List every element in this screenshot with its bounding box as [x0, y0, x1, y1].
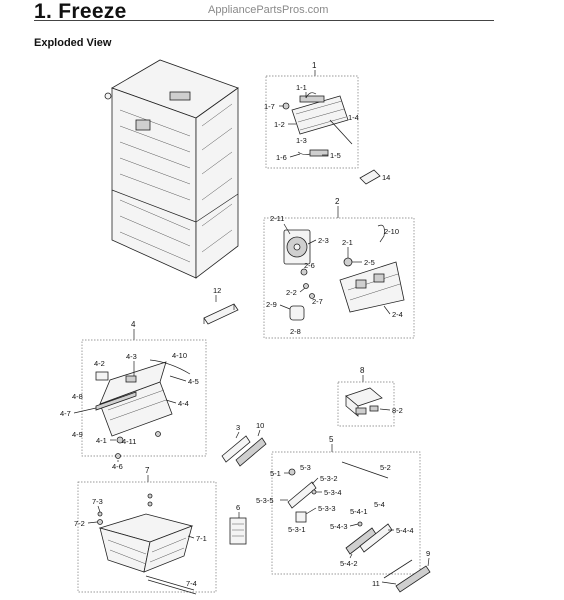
label-4-7: 4-7: [60, 409, 71, 418]
label-group-8: 8: [360, 366, 365, 375]
label-7-4: 7-4: [186, 579, 197, 588]
label-5-3: 5-3: [300, 463, 311, 472]
assembly-7: 7 7-3 7-2 7-1 7-4: [74, 466, 217, 595]
assembly-5: 5 5-1 5-3 5-2 5-3-2 5-3-4 5-3-5 5-3-3 5-…: [256, 435, 421, 575]
assembly-4: 4 4-2 4-3 4-10 4-5 4-4 4-8 4-7 4-9 4-1 4…: [60, 320, 207, 471]
label-11: 11: [372, 579, 380, 588]
label-5-4-2: 5-4-2: [340, 559, 358, 568]
label-5-3-5: 5-3-5: [256, 496, 274, 505]
label-1-4: 1-4: [348, 113, 359, 122]
label-2-1: 2-1: [342, 238, 353, 247]
label-1-2: 1-2: [274, 120, 285, 129]
parts-9-11: 9 11: [372, 549, 431, 593]
label-5-4-3: 5-4-3: [330, 522, 348, 531]
assembly-1: 1 1-1 1-7 1-2 1-4 1-3 1-6 1-5: [264, 61, 359, 169]
label-group-5: 5: [329, 435, 334, 444]
label-1-6: 1-6: [276, 153, 287, 162]
label-2-4: 2-4: [392, 310, 403, 319]
label-4-1: 4-1: [96, 436, 107, 445]
label-2-2: 2-2: [286, 288, 297, 297]
label-4-11: 4-11: [122, 437, 136, 446]
part-12: 12: [203, 286, 239, 325]
label-7-2: 7-2: [74, 519, 85, 528]
watermark: AppliancePartsPros.com: [208, 4, 329, 16]
label-group-7: 7: [145, 466, 150, 475]
label-9: 9: [426, 549, 430, 558]
label-1-7: 1-7: [264, 102, 275, 111]
label-5-2: 5-2: [380, 463, 391, 472]
label-5-4-4: 5-4-4: [396, 526, 414, 535]
label-2-3: 2-3: [318, 236, 329, 245]
assembly-2: 2 2-11 2-3 2-1 2-10 2-5 2-6 2-2 2-7 2-9 …: [263, 197, 415, 339]
label-8-2: 8-2: [392, 406, 403, 415]
label-4-2: 4-2: [94, 359, 105, 368]
label-4-9: 4-9: [72, 430, 83, 439]
label-2-8: 2-8: [290, 327, 301, 336]
freezer-cabinet: [104, 59, 239, 279]
label-2-10: 2-10: [384, 227, 399, 236]
label-2-6: 2-6: [304, 261, 315, 270]
label-5-4-1: 5-4-1: [350, 507, 368, 516]
label-2-9: 2-9: [266, 300, 277, 309]
label-group-4: 4: [131, 320, 136, 329]
label-4-4: 4-4: [178, 399, 189, 408]
label-1-3: 1-3: [296, 136, 307, 145]
label-group-1: 1: [312, 61, 317, 70]
label-3: 3: [236, 423, 240, 432]
label-7-1: 7-1: [196, 534, 207, 543]
parts-3-10: 3 10: [221, 421, 267, 467]
label-5-3-2: 5-3-2: [320, 474, 338, 483]
label-1-1: 1-1: [296, 83, 307, 92]
label-5-4: 5-4: [374, 500, 385, 509]
assembly-8: 8 8-2: [337, 366, 403, 427]
title-divider: [34, 20, 494, 21]
label-group-2: 2: [335, 197, 340, 206]
label-4-3: 4-3: [126, 352, 137, 361]
label-2-7: 2-7: [312, 297, 323, 306]
label-6: 6: [236, 503, 240, 512]
label-5-1: 5-1: [270, 469, 281, 478]
label-1-5: 1-5: [330, 151, 341, 160]
part-6: 6: [229, 503, 247, 545]
label-2-11: 2-11: [270, 214, 284, 223]
label-14: 14: [382, 173, 390, 182]
page-title: 1. Freeze: [34, 0, 127, 23]
label-5-3-1: 5-3-1: [288, 525, 306, 534]
label-4-8: 4-8: [72, 392, 83, 401]
part-14: 14: [359, 169, 390, 185]
label-12: 12: [213, 286, 221, 295]
label-4-6: 4-6: [112, 462, 123, 471]
label-5-3-3: 5-3-3: [318, 504, 336, 513]
label-4-10: 4-10: [172, 351, 187, 360]
label-2-5: 2-5: [364, 258, 375, 267]
label-4-5: 4-5: [188, 377, 199, 386]
label-5-3-4: 5-3-4: [324, 488, 342, 497]
label-7-3: 7-3: [92, 497, 103, 506]
section-title: Exploded View: [34, 37, 112, 49]
label-10: 10: [256, 421, 264, 430]
